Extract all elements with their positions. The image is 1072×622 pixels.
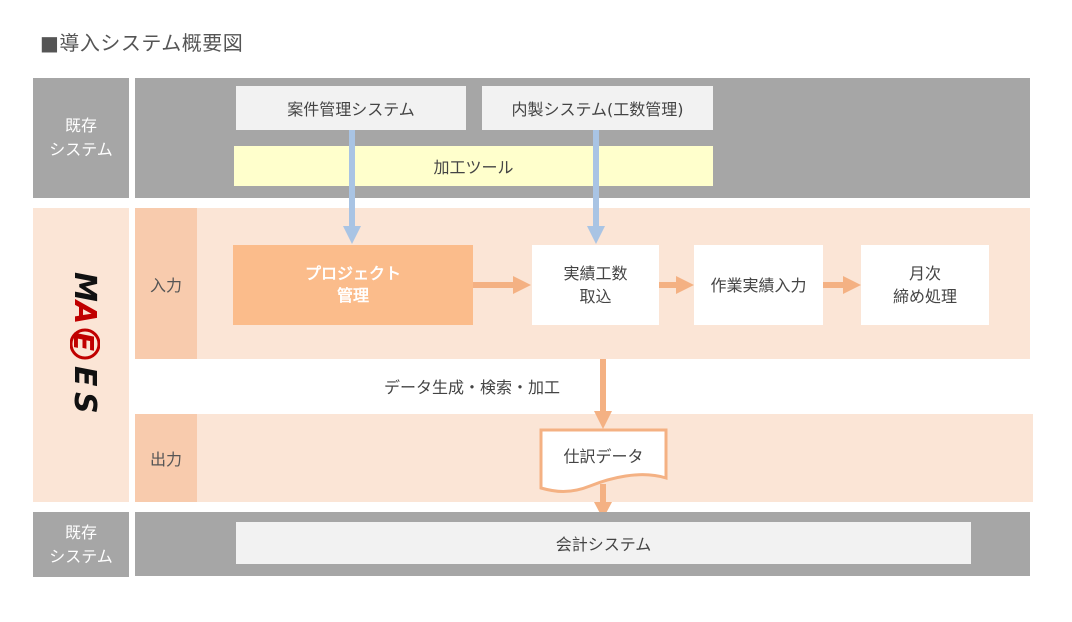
output-label: 出力 (135, 414, 197, 502)
svg-text:M: M (70, 272, 100, 302)
monthly-box-line1: 月次 (908, 264, 941, 283)
project-box-line1: プロジェクト (304, 264, 401, 283)
svg-text:E: E (70, 366, 100, 387)
input-label: 入力 (135, 208, 197, 359)
svg-text:A: A (70, 299, 100, 324)
maees-logo-panel (33, 208, 129, 502)
diagram-title: ■導入システム概要図 (40, 31, 244, 55)
existing-label-bottom-line1: 既存 (64, 522, 97, 542)
maees-logo: M A E E S (70, 272, 100, 414)
arrow-project-to-actual (473, 276, 531, 294)
project-box-line2: 管理 (336, 286, 369, 305)
existing-label-bottom-line2: システム (49, 546, 113, 566)
actual-box-line1: 実績工数 (563, 264, 628, 283)
arrow-to-journal-data (594, 359, 612, 429)
blue-arrow-case-to-project (343, 130, 361, 244)
existing-system-label-bottom: 既存 システム (33, 512, 129, 577)
actual-box-line2: 取込 (579, 287, 612, 306)
inhouse-system-box: 内製システム(工数管理) (482, 86, 713, 130)
journal-data-document-shape (539, 428, 668, 493)
journal-data-label: 仕訳データ (563, 447, 644, 466)
project-management-box: プロジェクト 管理 (233, 245, 473, 325)
monthly-box-line2: 締め処理 (892, 287, 957, 306)
case-management-system-box: 案件管理システム (236, 86, 466, 130)
arrow-actual-to-work (659, 276, 694, 294)
existing-system-label-top: 既存 システム (33, 78, 129, 198)
accounting-system-box: 会計システム (236, 522, 971, 564)
arrow-work-to-monthly (823, 276, 861, 294)
monthly-closing-box: 月次 締め処理 (861, 245, 989, 325)
svg-text:E: E (70, 332, 100, 351)
existing-label-top-line1: 既存 (64, 116, 97, 135)
data-generation-label: データ生成・検索・加工 (384, 378, 561, 397)
arrow-journal-to-accounting (594, 484, 612, 519)
actual-hours-import-box: 実績工数 取込 (532, 245, 659, 325)
work-actual-input-box: 作業実績入力 (694, 245, 823, 325)
blue-arrow-inhouse-to-actual (587, 130, 605, 244)
svg-text:S: S (70, 392, 100, 414)
processing-tool-box: 加工ツール (234, 146, 713, 186)
existing-label-top-line2: システム (49, 140, 113, 159)
